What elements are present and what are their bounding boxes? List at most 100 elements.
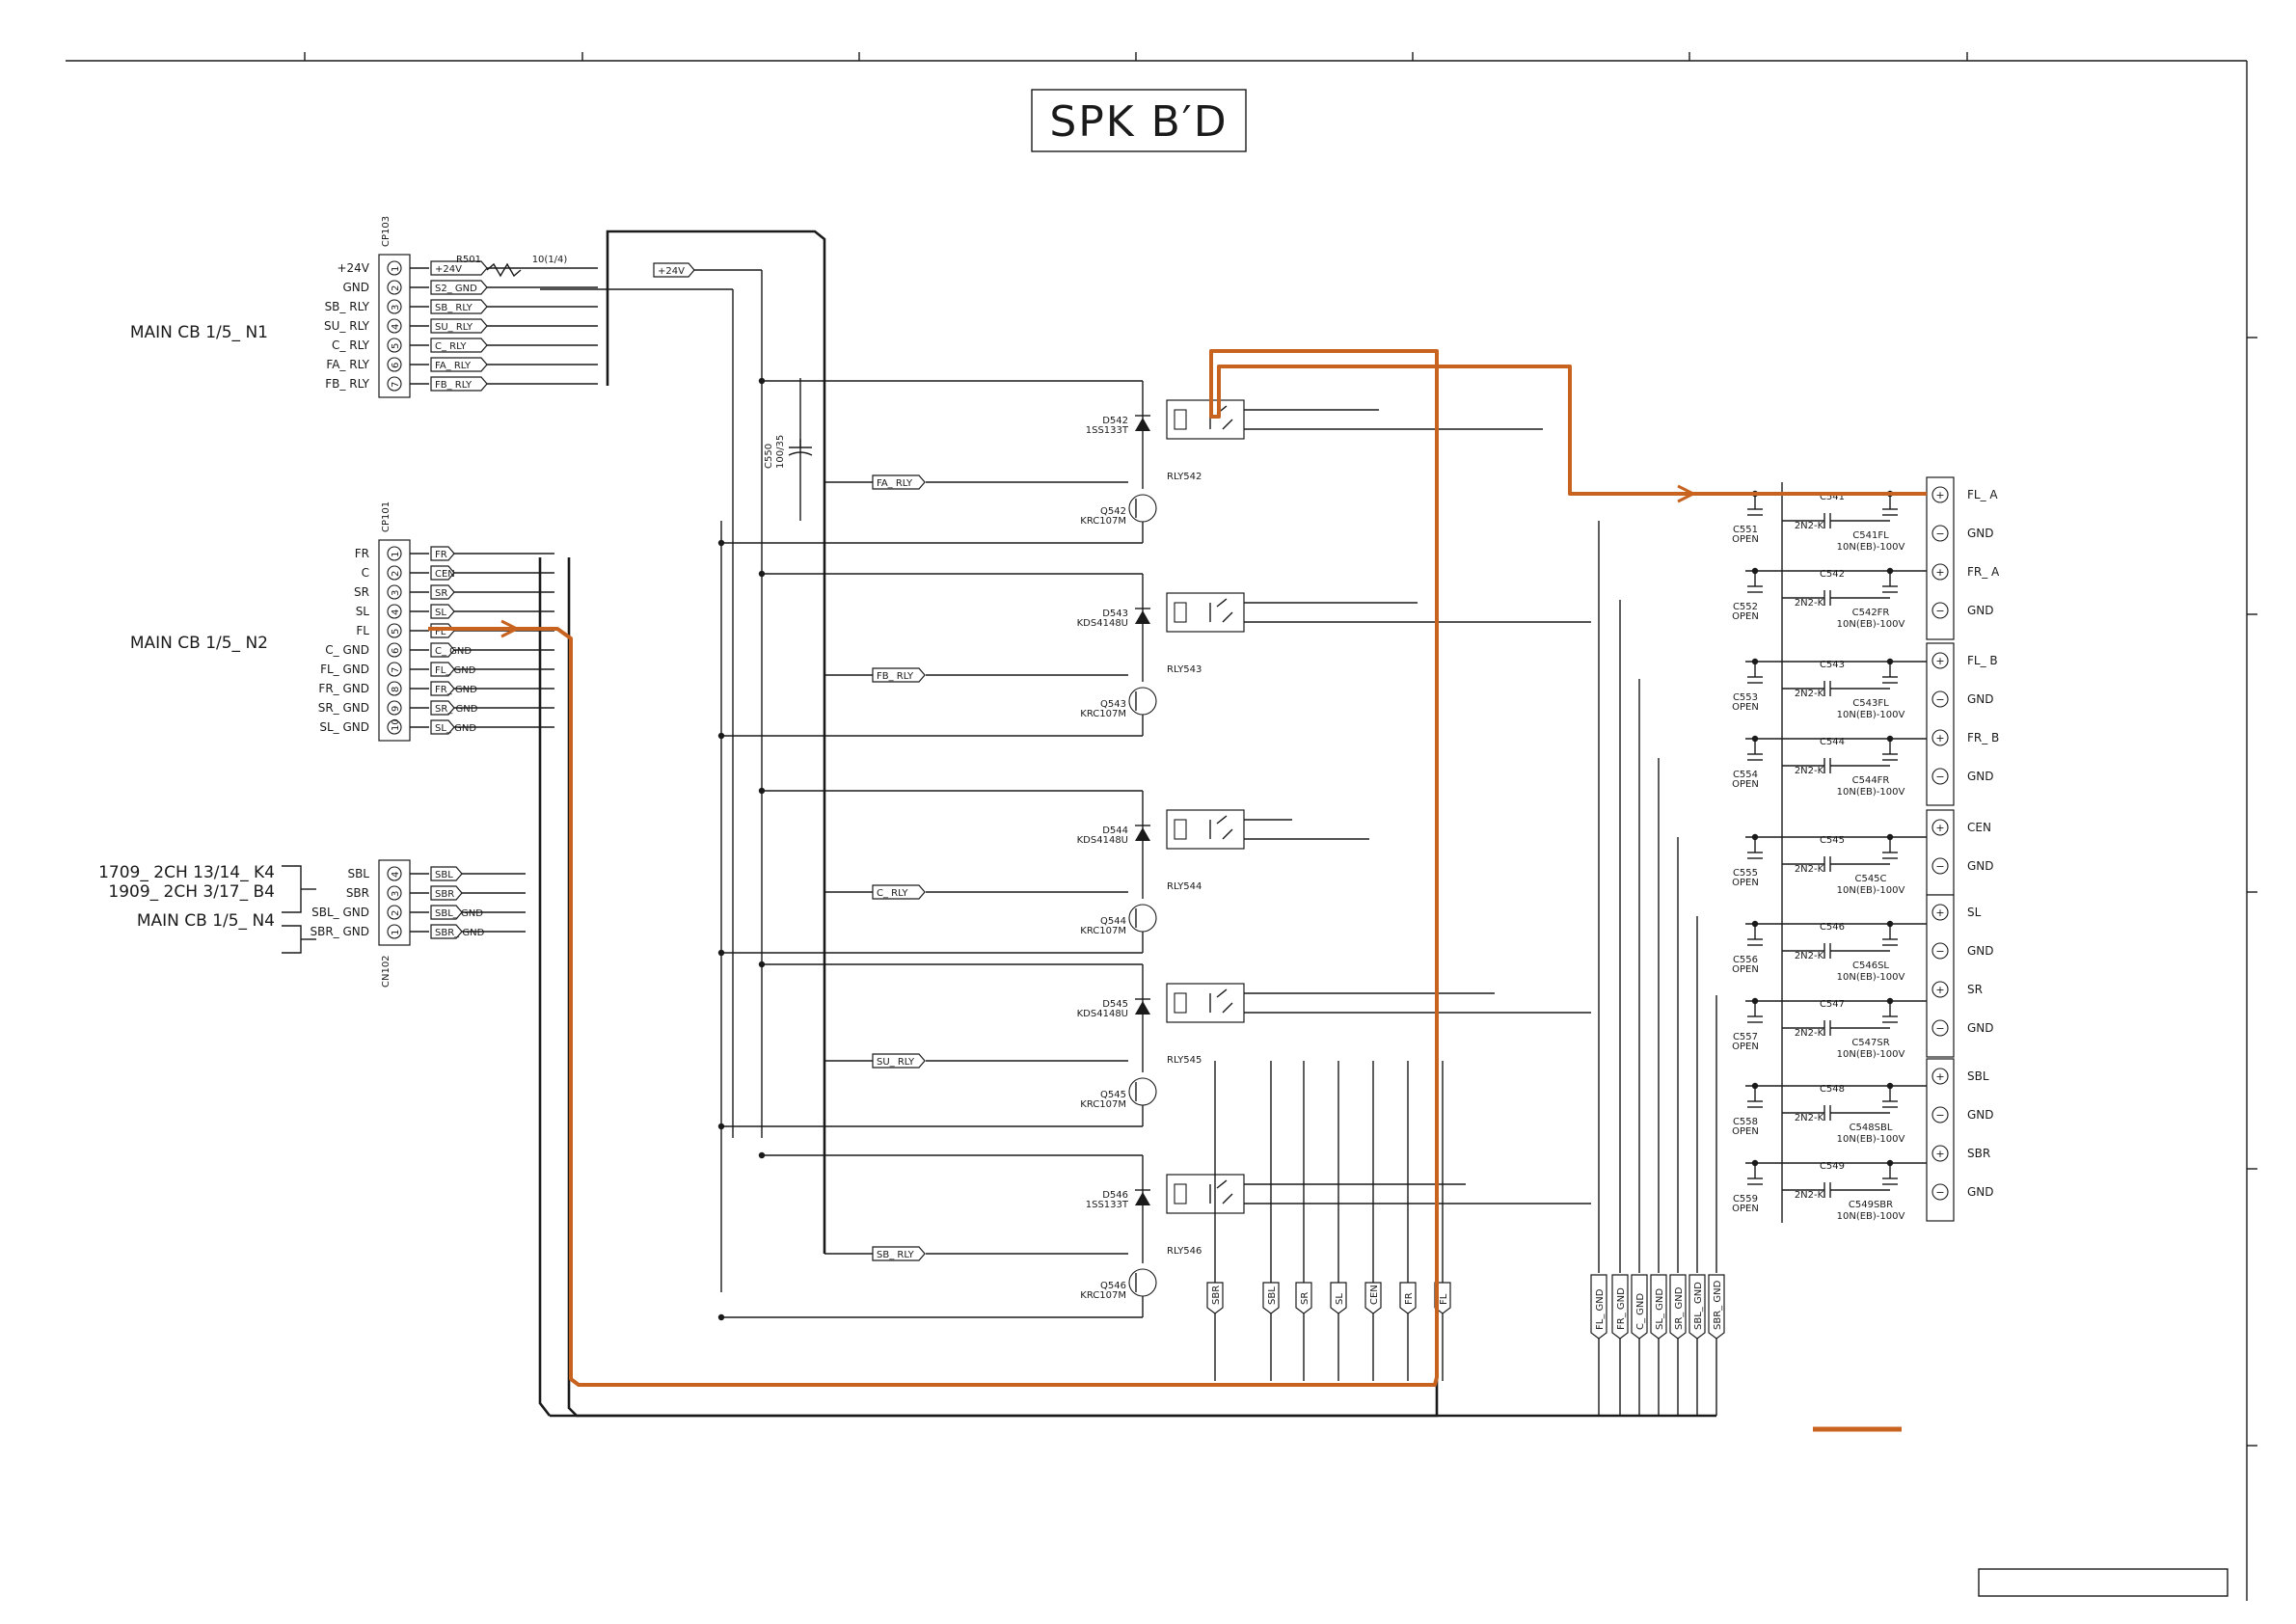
terminal-circle bbox=[1931, 525, 1949, 542]
junction-dot bbox=[1751, 1082, 1759, 1090]
pin-circle bbox=[387, 885, 402, 901]
cap-shunt-value: 10N(EB)-100V bbox=[1837, 972, 1905, 983]
cap-series-ref: C547 bbox=[1820, 999, 1845, 1010]
pin-number: 2 bbox=[391, 910, 401, 916]
connector-source-cp103: MAIN CB 1/5_ N1 bbox=[130, 323, 268, 342]
junction-dot bbox=[1886, 1082, 1894, 1090]
transistor-ref: Q546 bbox=[1100, 1281, 1126, 1291]
pin-number: 3 bbox=[391, 305, 401, 311]
net-tag: SB_ RLY bbox=[435, 303, 473, 313]
bottom-tag-shape bbox=[1206, 1282, 1224, 1314]
net-tag: SR_ GND bbox=[435, 704, 478, 715]
terminal-circle bbox=[1931, 1183, 1949, 1201]
pin-label: SBR_ GND bbox=[310, 925, 369, 938]
terminal-symbol: − bbox=[1935, 945, 1944, 958]
net-tag-shape bbox=[430, 662, 455, 677]
relay-ref: RLY544 bbox=[1167, 881, 1202, 892]
terminal-label: FR_ B bbox=[1967, 731, 1999, 744]
gnd-tag: SBL_ GND bbox=[1693, 1282, 1704, 1330]
gnd-tag: FL_ GND bbox=[1595, 1288, 1606, 1330]
net-tag: S2_ GND bbox=[435, 284, 477, 294]
terminal-circle bbox=[1931, 1019, 1949, 1037]
net-tag: SU_ RLY bbox=[435, 322, 473, 333]
cap-series-ref: C549 bbox=[1820, 1161, 1845, 1172]
pin-number: 1 bbox=[391, 552, 401, 557]
diode-part: KDS4148U bbox=[1077, 1009, 1128, 1019]
cap-shunt-ref: C546SL bbox=[1852, 961, 1889, 971]
terminal-symbol: − bbox=[1935, 860, 1944, 873]
net-tag-shape bbox=[430, 700, 455, 716]
pin-circle bbox=[387, 924, 402, 939]
pin-circle bbox=[387, 338, 402, 353]
pin-circle bbox=[387, 905, 402, 920]
terminal-label: FL_ A bbox=[1967, 488, 1998, 501]
junction-dot bbox=[1886, 1159, 1894, 1167]
pin-circle bbox=[387, 565, 402, 581]
transistor-body bbox=[1128, 1077, 1157, 1106]
relay-coil bbox=[1174, 409, 1187, 430]
terminal-symbol: − bbox=[1935, 1109, 1944, 1122]
highlighted-fl-path bbox=[428, 349, 1927, 1387]
diode-ref: D542 bbox=[1102, 416, 1128, 426]
terminal-circle bbox=[1931, 652, 1949, 669]
pin-number: 7 bbox=[391, 667, 401, 673]
transistor-body bbox=[1128, 687, 1157, 716]
net-tag: FR bbox=[435, 550, 447, 560]
net-tag: SL bbox=[435, 608, 446, 618]
junction-dot bbox=[1886, 920, 1894, 928]
pin-circle bbox=[387, 662, 402, 677]
cap-open-ref: C555 bbox=[1733, 868, 1758, 879]
relay-control-bus bbox=[606, 230, 826, 1254]
fl-arrow bbox=[500, 619, 521, 638]
cap-shunt-ref: C549SBR bbox=[1849, 1200, 1893, 1210]
ctrl-tag: FB_ RLY bbox=[877, 671, 914, 682]
pin-circle bbox=[387, 719, 402, 735]
net-tag-shape bbox=[430, 719, 455, 735]
relay-contact bbox=[1209, 815, 1233, 840]
terminal-symbol: − bbox=[1935, 605, 1944, 617]
pin-label: FR bbox=[355, 547, 369, 560]
cap-series-ref: C541 bbox=[1820, 492, 1845, 502]
bottom-tag: FL bbox=[1439, 1293, 1449, 1305]
relay-coil bbox=[1174, 1183, 1187, 1204]
cap-shunt-ref: C541FL bbox=[1852, 530, 1889, 541]
pin-label: +24V bbox=[337, 261, 369, 275]
net-tag: FL_ GND bbox=[435, 665, 476, 676]
cap-series-ref: C546 bbox=[1820, 922, 1845, 933]
speaker-terminals: +FL_ A−GND+FR_ A−GND+FL_ B−GND+FR_ B−GND… bbox=[1926, 476, 2000, 1222]
cap-shunt-value: 10N(EB)-100V bbox=[1837, 542, 1905, 553]
relay-coil bbox=[1174, 992, 1187, 1014]
ctrl-tag-shape bbox=[872, 474, 926, 490]
transistor-part: KRC107M bbox=[1080, 516, 1126, 527]
net-tag: SL_ GND bbox=[435, 723, 476, 734]
junction-dot bbox=[758, 377, 766, 385]
resistor-r501 bbox=[486, 262, 522, 278]
revision-box bbox=[1978, 1568, 2228, 1597]
relay-contact bbox=[1209, 988, 1233, 1014]
pin-number: 8 bbox=[391, 687, 401, 692]
net-tag-shape bbox=[430, 642, 455, 658]
terminal-circle bbox=[1931, 981, 1949, 998]
ctrl-tag-shape bbox=[872, 1053, 926, 1069]
pin-label: FR_ GND bbox=[318, 682, 369, 695]
junction-dot bbox=[1751, 920, 1759, 928]
terminal-label: GND bbox=[1967, 1185, 1994, 1199]
pin-number: 3 bbox=[391, 891, 401, 897]
fl-signal-path bbox=[428, 349, 1927, 1387]
pin-label: SBL bbox=[347, 867, 369, 880]
cap-series-ref: C544 bbox=[1820, 737, 1845, 747]
pin-label: C_ RLY bbox=[332, 338, 370, 352]
gnd-tag: SBR_ GND bbox=[1713, 1280, 1723, 1330]
terminal-label: GND bbox=[1967, 770, 1994, 783]
net-tag-shape bbox=[430, 260, 488, 276]
fl-arrow bbox=[1677, 484, 1697, 503]
cap-open-value: OPEN bbox=[1732, 702, 1759, 713]
pin-number: 6 bbox=[391, 648, 401, 654]
cap-shunt-ref: C547SR bbox=[1851, 1038, 1889, 1048]
terminal-label: GND bbox=[1967, 1021, 1994, 1035]
diode-symbol bbox=[1135, 610, 1150, 624]
